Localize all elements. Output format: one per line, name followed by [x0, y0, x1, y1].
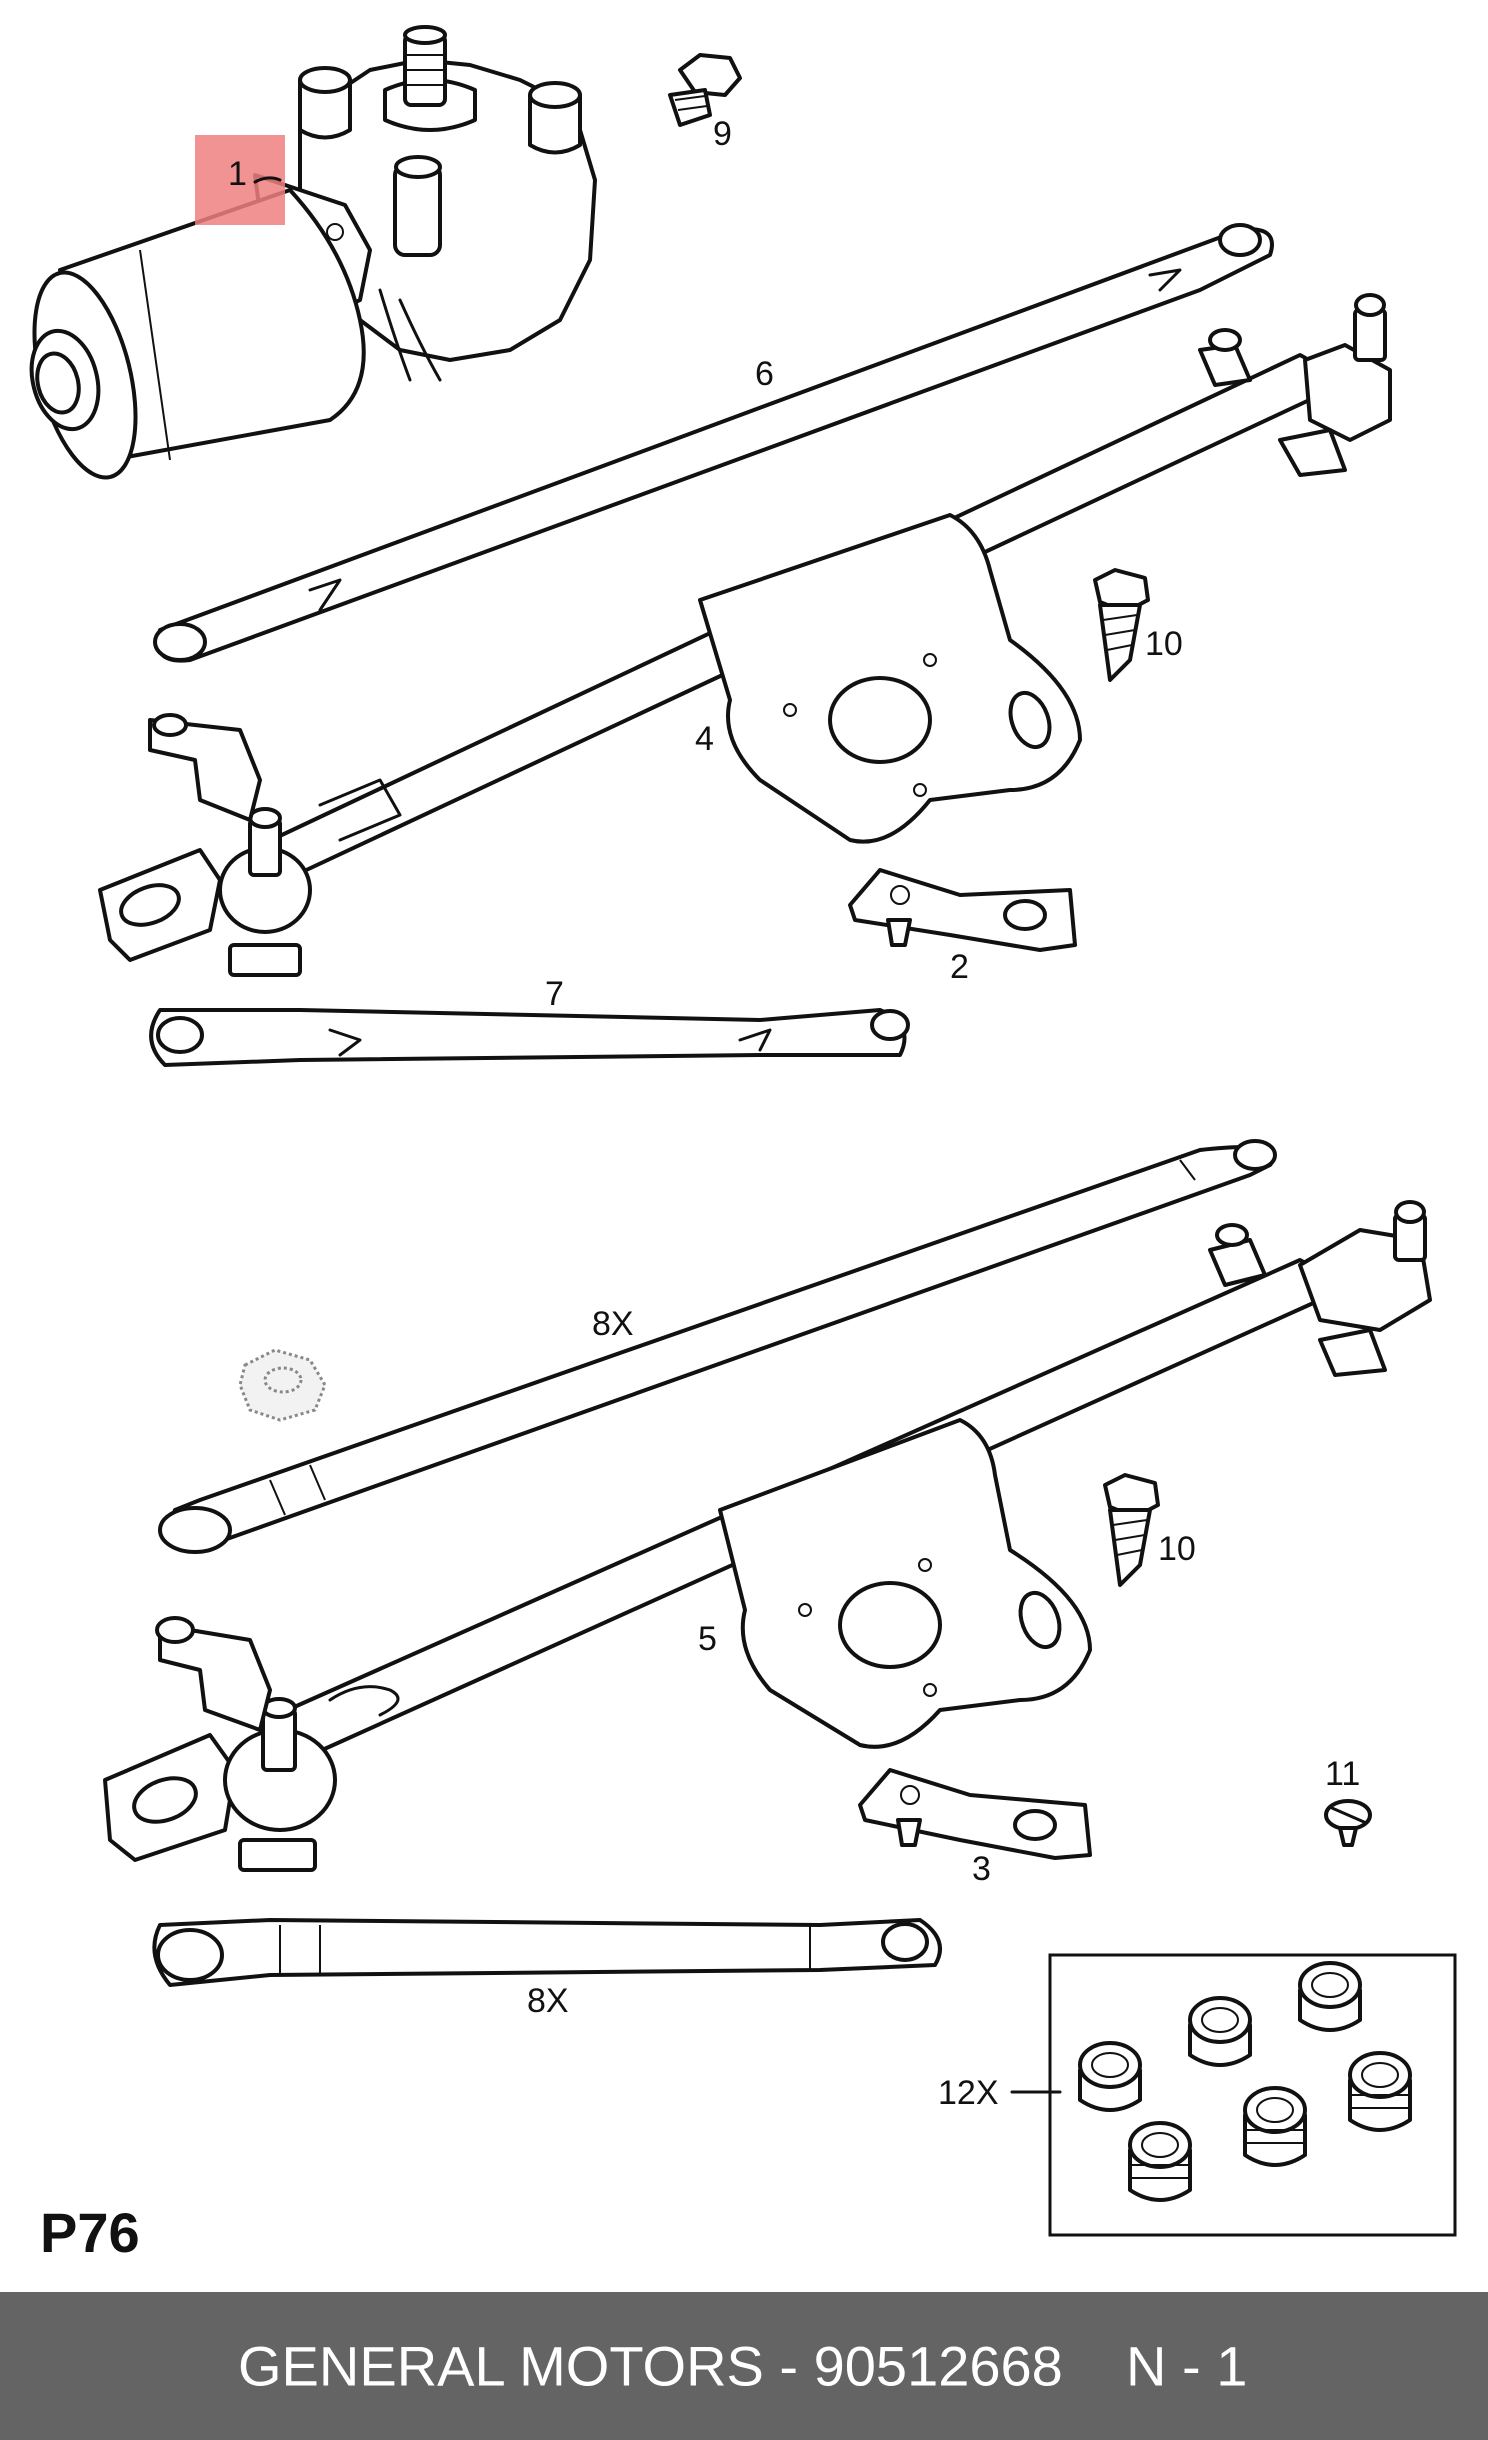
callout-12x: 12X: [938, 2074, 999, 2112]
gas-rod-8-lower: [152, 1918, 942, 1987]
screw-10-lower: [1103, 1473, 1160, 1587]
callout-4: 4: [695, 720, 714, 758]
footer-count: N - 1: [1126, 2334, 1248, 2398]
callout-8x-upper: 8X: [592, 1305, 634, 1343]
link-rod-6: [153, 223, 1274, 663]
callout-3: 3: [972, 1850, 991, 1888]
callout-2: 2: [950, 948, 969, 986]
bushing: [1128, 2121, 1192, 2202]
callout-1: 1: [228, 155, 247, 193]
callout-10-top: 10: [1145, 625, 1183, 663]
clip-11: [1324, 1799, 1372, 1847]
footer-part-text: GENERAL MOTORS - 90512668: [238, 2334, 1063, 2398]
bushing: [1298, 1961, 1362, 2032]
callout-5: 5: [698, 1620, 717, 1658]
callout-highlight: [195, 135, 285, 225]
callout-6: 6: [755, 355, 774, 393]
wiper-linkage-5: [103, 1200, 1432, 1872]
callout-7: 7: [545, 975, 564, 1013]
bushing-kit-12x: [1010, 1953, 1457, 2237]
bushing: [1348, 2051, 1412, 2132]
bushing: [1243, 2086, 1307, 2167]
callout-11: 11: [1325, 1755, 1360, 1793]
bracket-2: [848, 868, 1077, 952]
callout-10-lower: 10: [1158, 1530, 1196, 1568]
parts-diagram: 1 9 6: [29, 25, 1457, 2237]
footer-bar: GENERAL MOTORS - 90512668 N - 1: [0, 2292, 1488, 2440]
callout-9: 9: [713, 115, 732, 153]
wiper-motor: [29, 25, 597, 480]
page-code: P76: [40, 2201, 140, 2264]
bushing: [1078, 2041, 1142, 2112]
gas-rod-8-upper: [158, 1139, 1277, 1554]
bushing: [1188, 1996, 1252, 2067]
screw-10-top: [1093, 568, 1150, 682]
wiper-linkage-4: [98, 293, 1392, 977]
bolt-9: [668, 53, 742, 127]
link-rod-7: [149, 1008, 910, 1067]
callout-8x-lower: 8X: [527, 1982, 569, 2020]
nut-dotted: [238, 1348, 327, 1422]
bracket-3: [858, 1768, 1092, 1860]
